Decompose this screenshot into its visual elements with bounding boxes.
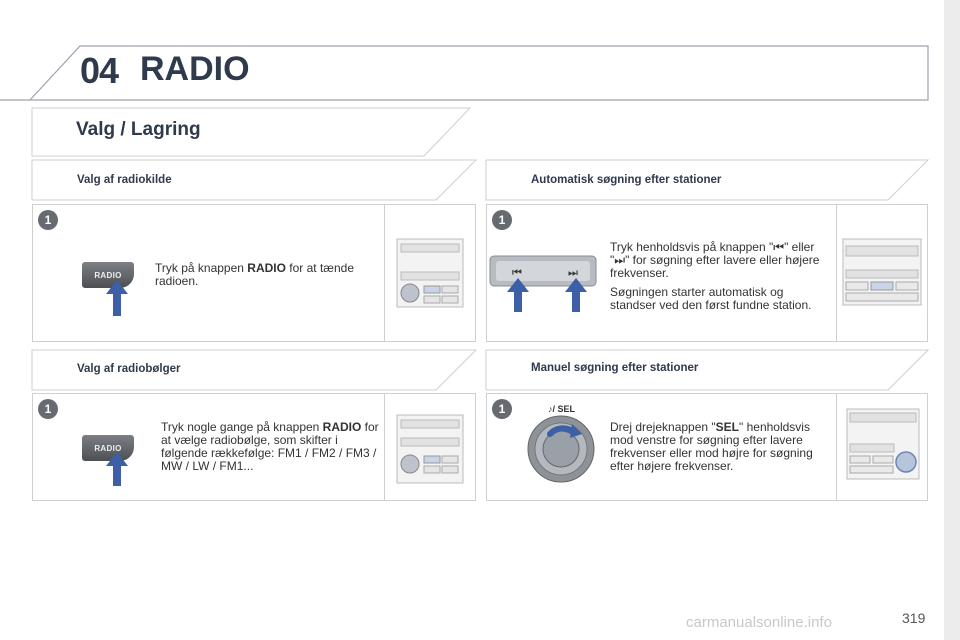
seek-previous-icon: ⏮ bbox=[773, 240, 785, 254]
knob-label: ♪/ SEL bbox=[548, 404, 576, 414]
step-badge: 1 bbox=[38, 210, 58, 230]
press-arrow-icon bbox=[106, 452, 128, 486]
panel-divider bbox=[836, 394, 837, 500]
text-part: Tryk nogle gange på knappen bbox=[161, 420, 323, 434]
svg-text:⏮: ⏮ bbox=[512, 266, 522, 279]
section-title: Valg / Lagring bbox=[76, 119, 201, 140]
bands-instruction: Tryk nogle gange på knappen RADIO for at… bbox=[161, 421, 381, 473]
seek-buttons-illustration: ⏮ ⏭ bbox=[489, 255, 597, 312]
source-instruction: Tryk på knappen RADIO for at tænde radio… bbox=[155, 262, 373, 288]
panel-divider bbox=[384, 394, 385, 500]
text-part: Drej drejeknappen " bbox=[610, 420, 716, 434]
page-edge-strip bbox=[944, 0, 960, 640]
text-part: " henholdsvis mod venstre for søgning ef… bbox=[610, 420, 813, 473]
page-number: 319 bbox=[902, 610, 926, 626]
step-badge: 1 bbox=[492, 399, 512, 419]
subheading-source: Valg af radiokilde bbox=[77, 174, 172, 186]
seek-next-icon: ⏭ bbox=[614, 253, 626, 267]
sel-knob-illustration bbox=[527, 415, 595, 483]
step-badge: 1 bbox=[492, 210, 512, 230]
manual-search-instruction: Drej drejeknappen "SEL" henholdsvis mod … bbox=[610, 421, 832, 473]
subheading-frames bbox=[31, 159, 930, 391]
text-part: for at vælge radiobølge, som skifter i f… bbox=[161, 420, 379, 473]
panel-divider bbox=[384, 205, 385, 341]
chapter-header-frame bbox=[0, 45, 929, 101]
auto-search-instruction: Tryk henholdsvis på knappen "⏮" eller "⏭… bbox=[610, 241, 832, 318]
radio-button-illustration: RADIO bbox=[82, 435, 134, 461]
radio-unit-thumbnail bbox=[842, 238, 922, 306]
subheading-manual-search: Manuel søgning efter stationer bbox=[531, 362, 699, 374]
radio-button-illustration: RADIO bbox=[82, 262, 134, 288]
text-part: " for søgning efter lavere eller højere … bbox=[610, 253, 820, 280]
press-arrow-icon bbox=[106, 280, 128, 316]
subheading-bands: Valg af radiobølger bbox=[77, 363, 181, 375]
text-bold: RADIO bbox=[247, 261, 286, 275]
chapter-title: RADIO bbox=[140, 50, 250, 88]
text-bold: SEL bbox=[715, 420, 739, 434]
text-part: Tryk på knappen bbox=[155, 261, 248, 275]
radio-unit-thumbnail bbox=[846, 408, 920, 480]
text-part: Søgningen starter automatisk og standser… bbox=[610, 285, 812, 312]
subheading-auto-search: Automatisk søgning efter stationer bbox=[531, 174, 722, 186]
section-title-frame bbox=[31, 107, 472, 157]
step-badge: 1 bbox=[38, 399, 58, 419]
text-part: " eller " bbox=[610, 240, 815, 267]
radio-unit-thumbnail bbox=[396, 414, 464, 484]
text-bold: RADIO bbox=[322, 420, 362, 434]
panel-divider bbox=[836, 205, 837, 341]
text-part: Tryk henholdsvis på knappen " bbox=[610, 240, 774, 254]
radio-unit-thumbnail bbox=[396, 238, 464, 308]
text-part: for at tænde radioen. bbox=[155, 261, 354, 288]
svg-text:⏭: ⏭ bbox=[568, 266, 578, 279]
watermark: carmanualsonline.info bbox=[686, 614, 832, 631]
chapter-number: 04 bbox=[80, 50, 119, 91]
